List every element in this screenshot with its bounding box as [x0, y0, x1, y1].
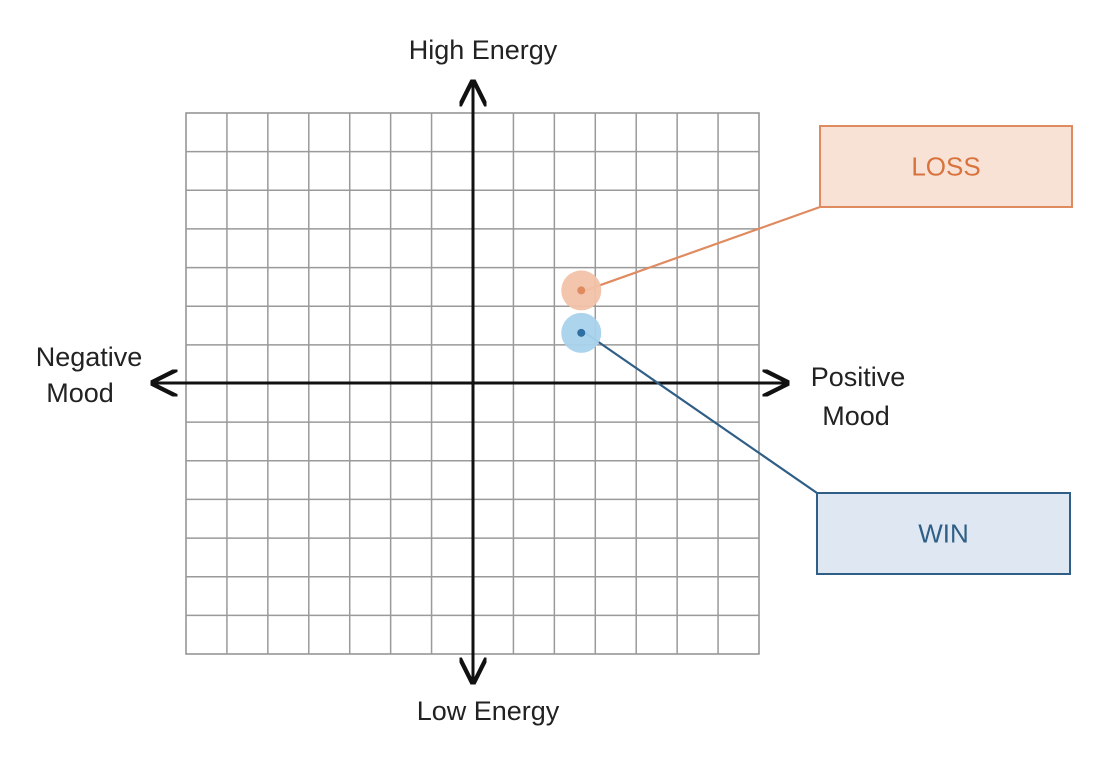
x-axis-left-label-line2: Mood	[46, 378, 114, 408]
y-axis-bottom-label: Low Energy	[417, 696, 560, 726]
callout-labels: LOSS WIN	[816, 125, 1073, 575]
loss-label: LOSS	[911, 152, 980, 182]
loss-point	[577, 286, 586, 295]
x-axis-right-label-line1: Positive	[811, 362, 906, 392]
x-axis-left-label-line1: Negative	[36, 342, 143, 372]
data-points	[561, 270, 602, 353]
loss-leader-line	[584, 205, 821, 292]
y-axis-top-label: High Energy	[409, 35, 558, 65]
leader-lines	[584, 205, 821, 494]
loss-label-box	[819, 125, 1073, 208]
win-label-box	[816, 492, 1071, 575]
win-label: WIN	[918, 519, 969, 549]
win-leader-line	[584, 331, 818, 494]
x-axis-right-label-line2: Mood	[822, 401, 890, 431]
axes	[153, 82, 787, 682]
win-point	[577, 328, 586, 337]
